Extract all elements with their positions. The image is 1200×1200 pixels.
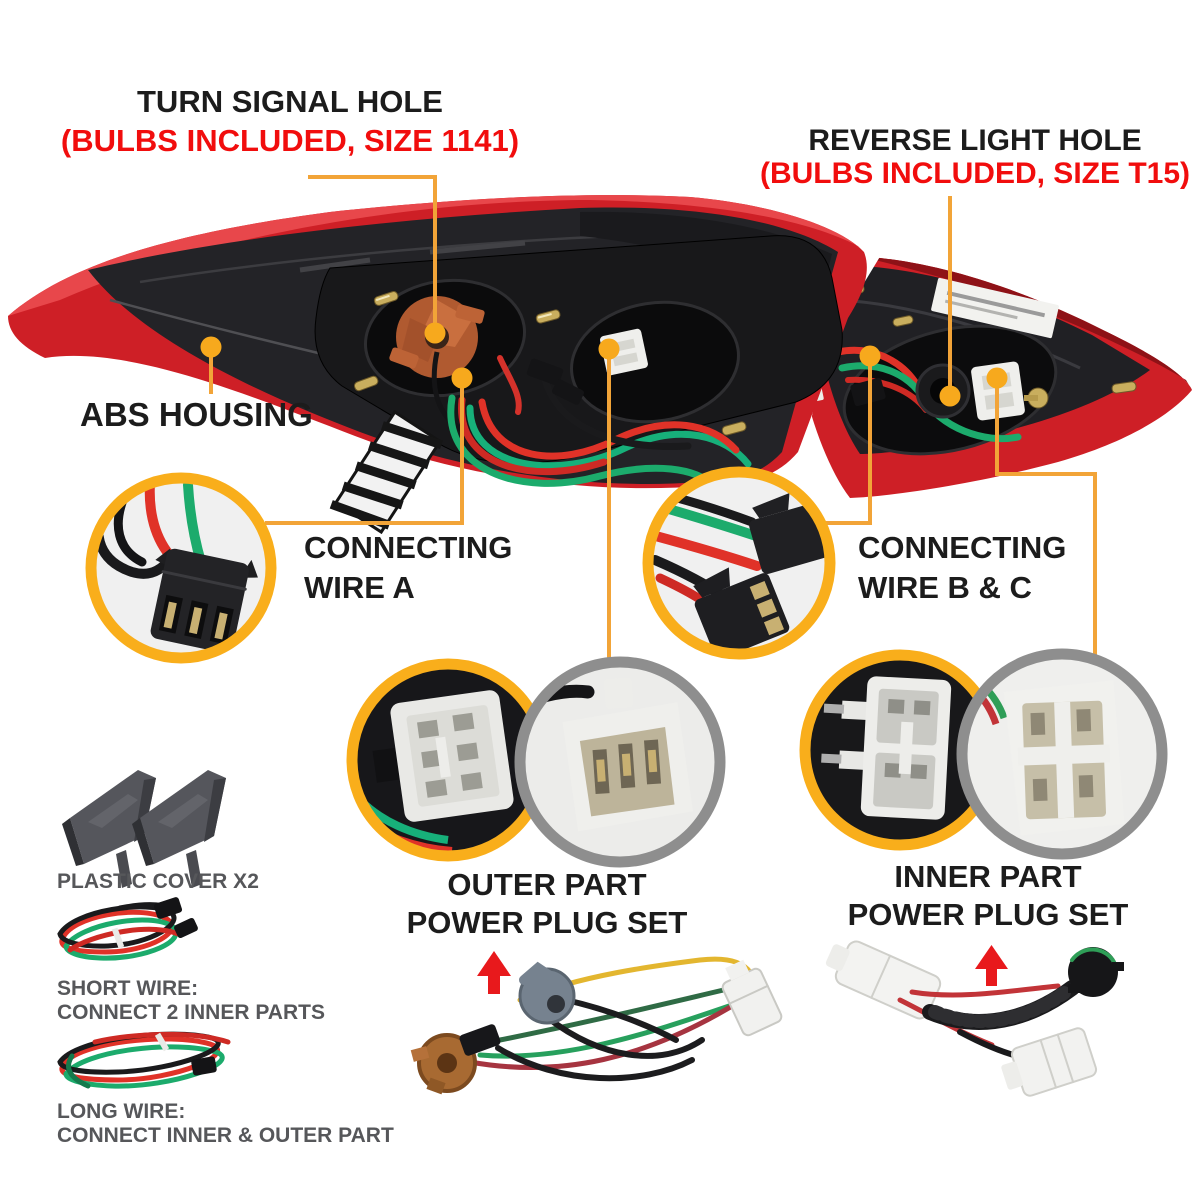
inner-harness-white-connector [825,940,942,1020]
wire-bc-line1: CONNECTING [858,530,1067,565]
abs-housing-label: ABS HOUSING [80,396,313,433]
plastic-cover-label: PLASTIC COVER X2 [57,870,259,893]
outer-plug-line1: OUTER PART [447,867,647,902]
reverse-light-callout-label: REVERSE LIGHT HOLE (BULBS INCLUDED, SIZE… [742,124,1200,190]
inner-plug-a [821,676,952,820]
wire-a-photo-circle [85,472,277,664]
callout-dot-reverse-light [939,385,961,407]
callout-outer-plug [598,338,620,664]
callout-abs-housing [200,336,222,394]
callout-wire-bc [822,345,881,525]
long-wire-line1: LONG WIRE: [57,1100,186,1123]
long-wire-label: LONG WIRE: CONNECT INNER & OUTER PART [57,1100,394,1148]
short-wire-label: SHORT WIRE: CONNECT 2 INNER PARTS [57,977,325,1025]
inner-plug-gray-circle [956,648,1168,860]
outer-plug-a [372,690,514,822]
plastic-covers-photo [62,770,226,888]
turn-signal-subtitle: (BULBS INCLUDED, SIZE 1141) [60,123,520,158]
callout-dot-wire-bc [859,345,881,367]
callout-turn-signal [308,175,446,344]
callout-dot-wire-a [451,367,473,389]
wire-bc-photo-circle [642,466,836,660]
barcode-sticker [931,277,1059,339]
wire-a-connector [150,548,258,653]
callout-dot-turn-signal [424,322,446,344]
inner-plug-line1: INNER PART [894,859,1082,894]
short-wire-line1: SHORT WIRE: [57,977,199,1000]
outer-harness-photo [410,956,783,1095]
inner-plug-line2: POWER PLUG SET [847,897,1129,932]
black-round-socket [1068,947,1124,997]
inner-plug-b [1003,680,1125,836]
turn-signal-socket-photo [389,296,485,435]
callout-inner-plug [986,367,1097,658]
up-arrow-left-icon [477,951,511,994]
wire-a-line1: CONNECTING [304,530,513,565]
callout-reverse-light [939,196,961,407]
wire-a-line2: WIRE A [304,570,415,605]
outer-plug-gray-circle [514,656,726,868]
long-wire-photo [57,1031,231,1089]
reverse-light-subtitle: (BULBS INCLUDED, SIZE T15) [759,157,1191,190]
outer-plug-line2: POWER PLUG SET [406,905,688,940]
callout-dot-outer-plug [598,338,620,360]
long-wire-line2: CONNECT INNER & OUTER PART [57,1124,394,1147]
inner-plug-yellow-circle [799,649,1001,851]
brown-socket [410,1033,477,1095]
striped-pull-tab [329,409,443,535]
short-wire-line2: CONNECT 2 INNER PARTS [57,1001,325,1024]
callout-dot-abs-housing [200,336,222,358]
wire-bc-line2: WIRE B & C [858,570,1032,605]
harness-white-plug [721,959,783,1037]
inner-plug-set-label: INNER PART POWER PLUG SET [836,858,1140,934]
up-arrow-right-icon [975,945,1008,986]
outer-plug-b [562,677,694,832]
inner-harness-white-plug [1001,1027,1098,1097]
connecting-wire-a-label: CONNECTING WIRE A [304,528,512,608]
callout-wire-a [265,367,473,525]
inner-harness-photo [825,940,1124,1097]
turn-signal-title: TURN SIGNAL HOLE [137,84,443,119]
outer-plug-set-label: OUTER PART POWER PLUG SET [396,866,698,942]
short-wire-photo [57,897,198,961]
outer-plug-yellow-circle [346,658,550,862]
gray-socket [518,961,576,1025]
callout-dot-inner-plug [986,367,1008,389]
turn-signal-callout-label: TURN SIGNAL HOLE (BULBS INCLUDED, SIZE 1… [40,82,540,160]
connecting-wire-bc-label: CONNECTING WIRE B & C [858,528,1066,608]
wire-c-connector [693,567,790,649]
inner-lamp-photo [788,256,1192,498]
reverse-light-title: REVERSE LIGHT HOLE [808,124,1142,157]
